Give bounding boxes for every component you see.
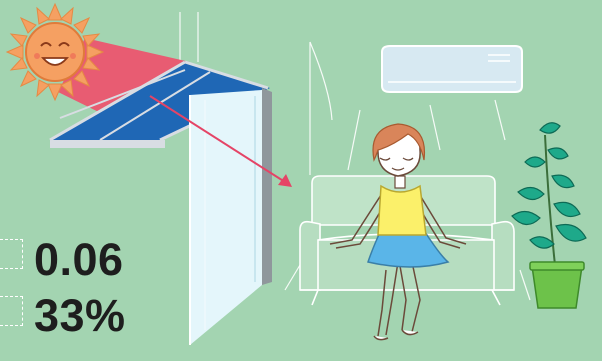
stat-value-2: 33% xyxy=(34,290,126,341)
stat-marker-1 xyxy=(0,239,23,269)
girl-figure xyxy=(329,123,467,341)
stat-value-1: 0.06 xyxy=(34,234,124,285)
sun-icon xyxy=(5,2,105,102)
window-icon xyxy=(189,88,272,345)
arrow-icon xyxy=(149,95,292,187)
air-conditioner-icon xyxy=(381,45,523,93)
plant-icon xyxy=(511,122,587,309)
room-lines xyxy=(179,12,531,301)
stat-marker-2 xyxy=(0,296,23,326)
